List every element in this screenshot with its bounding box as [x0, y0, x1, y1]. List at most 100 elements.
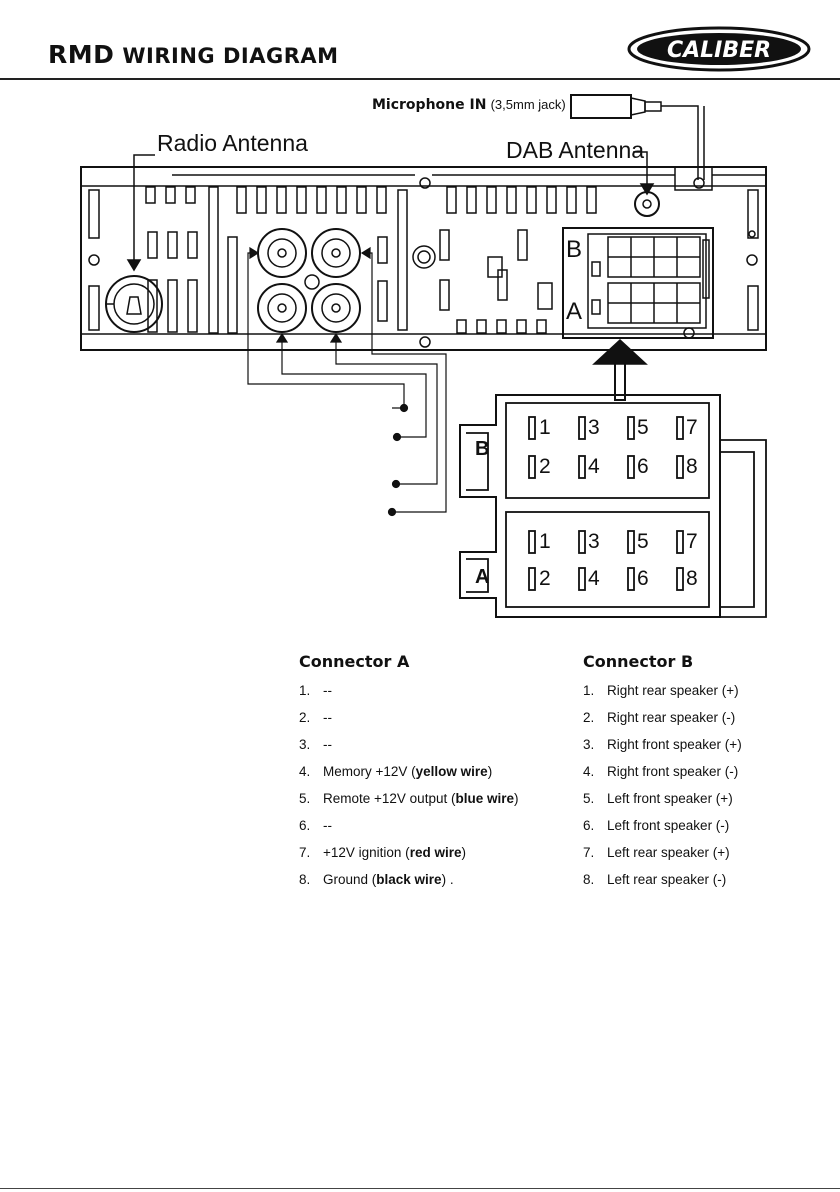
pin-number: 2	[539, 567, 551, 590]
radio-iso-socket	[562, 227, 714, 339]
pin-description: +12V ignition (	[323, 845, 410, 860]
dab-antenna-socket	[634, 191, 660, 217]
pin-item: 8. Left rear speaker (-)	[583, 871, 742, 898]
pin-number: 6	[637, 455, 649, 478]
pin-number: 1	[539, 416, 551, 439]
pin-number-label: 7.	[299, 845, 311, 860]
pin-item: 5. Left front speaker (+)	[583, 790, 742, 817]
radio-antenna-socket	[105, 275, 163, 333]
pin-item: 2. Right rear speaker (-)	[583, 709, 742, 736]
radio-antenna-label: Radio Antenna	[157, 130, 308, 156]
pin-item: 4.Right front speaker (-)	[583, 763, 742, 790]
pin-number-label: 2.	[583, 710, 595, 725]
pin-number-label: 8.	[583, 872, 595, 887]
pin-number-label: 2.	[299, 710, 311, 725]
pin-item: 4. Memory +12V (yellow wire)	[299, 763, 518, 790]
pin-description: Right rear speaker (+)	[607, 683, 739, 698]
pin-number-label: 5.	[299, 791, 311, 806]
pin-description-suffix: )	[513, 791, 519, 806]
wire-color: black wire	[376, 872, 442, 887]
connector-b-pin-list: 1. Right rear speaker (+) 2. Right rear spe…	[583, 682, 742, 898]
pin-number-label: 6.	[299, 818, 311, 833]
pin-description: Remote +12V output (	[323, 791, 456, 806]
page-header: RMD WIRING DIAGRAM	[48, 40, 339, 69]
pin-item: 1. --	[299, 682, 518, 709]
rca-wires	[247, 246, 447, 517]
pin-description: --	[323, 737, 332, 752]
pin-item: 8. Ground (black wire) .	[299, 871, 518, 898]
pin-number: 4	[588, 455, 600, 478]
pin-number-label: 1.	[583, 683, 595, 698]
pin-number-label: 3.	[299, 737, 311, 752]
radio-back-panel	[80, 166, 767, 351]
pin-number: 5	[637, 416, 649, 439]
microphone-label: Microphone IN (3,5mm jack)	[372, 96, 566, 113]
caliber-logo: CALIBER	[627, 26, 811, 72]
connector-a-pin-list: 1. -- 2. -- 3. -- 4. Memory +12V (yellow wire) 5…	[299, 682, 518, 898]
pin-item: 7. +12V ignition (red wire)	[299, 844, 518, 871]
wire-color: yellow wire	[415, 764, 488, 779]
connector-a-title: Connector A	[299, 652, 410, 671]
pin-number: 1	[539, 530, 551, 553]
pin-description-suffix: )	[461, 845, 466, 860]
pin-item: 3. --	[299, 736, 518, 763]
pin-description: Memory +12V (	[323, 764, 416, 779]
pin-description-suffix: )	[487, 764, 493, 779]
page-title: WIRING DIAGRAM	[122, 44, 339, 68]
pin-number-label: 7.	[583, 845, 595, 860]
pin-description: Left rear speaker (+)	[607, 845, 730, 860]
dab-antenna-label: DAB Antenna	[506, 137, 645, 163]
microphone-label-main: Microphone IN	[372, 97, 487, 113]
pin-number: 7	[686, 416, 698, 439]
pin-number: 5	[637, 530, 649, 553]
pin-description: Left front speaker (+)	[607, 791, 733, 806]
pin-description: Left front speaker (-)	[607, 818, 730, 833]
pin-description: Ground (	[323, 872, 377, 887]
pin-item: 7. Left rear speaker (+)	[583, 844, 742, 871]
pin-item: 5.Remote +12V output (blue wire)	[299, 790, 518, 817]
pin-description: Right rear speaker (-)	[607, 710, 736, 725]
pin-number: 7	[686, 530, 698, 553]
pin-item: 6.Left front speaker (-)	[583, 817, 742, 844]
pin-number: 4	[588, 567, 600, 590]
pin-number: 3	[588, 416, 600, 439]
microphone-jack	[570, 94, 705, 189]
plug-letter-a: A	[475, 566, 490, 588]
pin-number: 6	[637, 567, 649, 590]
pin-item: 1. Right rear speaker (+)	[583, 682, 742, 709]
plug-arrow	[592, 338, 648, 401]
pin-number: 8	[686, 567, 698, 590]
pin-number: 2	[539, 455, 551, 478]
pin-number-label: 5.	[583, 791, 595, 806]
pin-number-label: 4.	[299, 764, 311, 779]
pin-number: 8	[686, 455, 698, 478]
pin-number-label: 8.	[299, 872, 311, 887]
pin-description: Right front speaker (-)	[607, 764, 739, 779]
pin-item: 6. --	[299, 817, 518, 844]
header-rule	[0, 78, 840, 80]
pin-description: Left rear speaker (-)	[607, 872, 727, 887]
label-leaders	[126, 151, 655, 272]
pin-description: --	[323, 818, 332, 833]
connector-b-title: Connector B	[583, 652, 694, 671]
panel-letter-b: B	[566, 236, 583, 263]
pin-number: 3	[588, 530, 600, 553]
iso-plug	[459, 394, 767, 618]
pin-item: 2. --	[299, 709, 518, 736]
pin-item: 3. Right front speaker (+)	[583, 736, 742, 763]
microphone-label-note: (3,5mm jack)	[490, 97, 566, 112]
pin-number-label: 1.	[299, 683, 311, 698]
pin-description: Right front speaker (+)	[607, 737, 742, 752]
panel-letter-a: A	[566, 298, 583, 325]
pin-description-suffix: ) .	[441, 872, 454, 887]
pin-number-label: 3.	[583, 737, 595, 752]
wire-color: red wire	[409, 845, 462, 860]
footer-rule	[0, 1188, 840, 1189]
brand-text: CALIBER	[667, 38, 771, 63]
pin-description: --	[323, 683, 332, 698]
plug-letter-b: B	[475, 438, 490, 460]
model-name: RMD	[48, 40, 115, 69]
rca-sockets	[257, 228, 361, 333]
pin-description: --	[323, 710, 332, 725]
